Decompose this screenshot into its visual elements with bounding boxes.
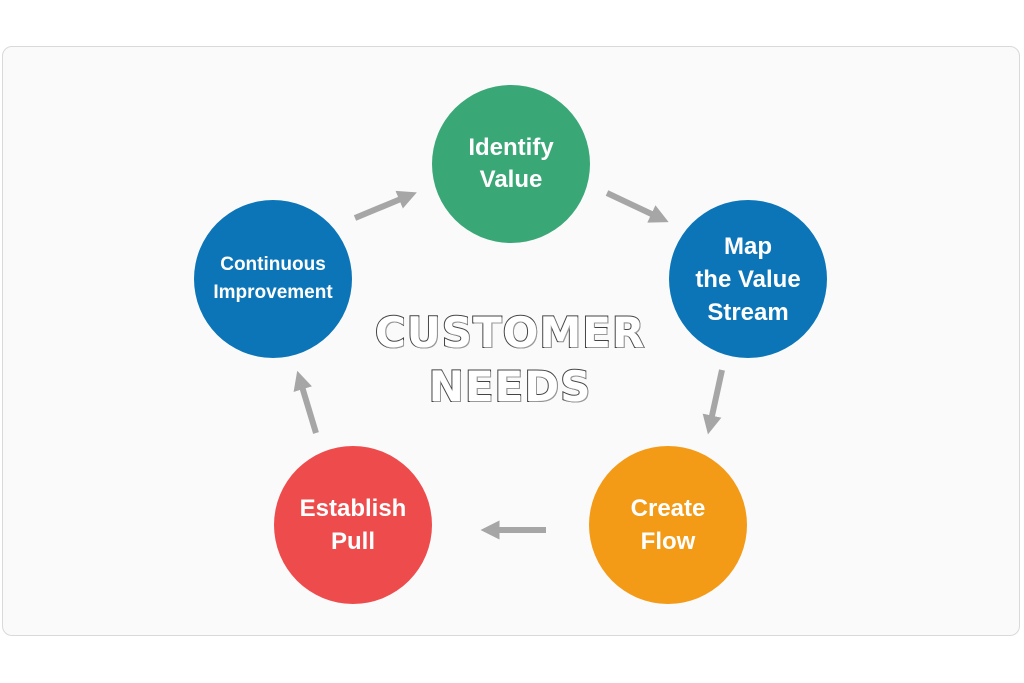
node-establish-pull-label: Establish Pull — [299, 495, 407, 555]
center-title-line2: NEEDS — [428, 361, 592, 412]
arrow-map-to-flow — [702, 369, 725, 435]
center-title-line1: CUSTOMER — [374, 307, 646, 358]
node-map-value-stream-label: Map the Value Stream — [695, 232, 801, 326]
node-create-flow: Create Flow — [589, 446, 747, 604]
node-create-flow-label: Create Flow — [630, 495, 706, 555]
center-title: CUSTOMER NEEDS — [360, 306, 660, 414]
node-continuous-improvement-label: Continuous Improvement — [213, 254, 333, 303]
arrow-pull-to-ci — [293, 370, 319, 434]
arrow-ci-to-identify — [353, 190, 417, 221]
node-continuous-improvement: Continuous Improvement — [194, 200, 352, 358]
arrow-identify-to-map — [605, 190, 669, 223]
node-identify-value: Identify Value — [432, 85, 590, 243]
node-identify-value-label: Identify Value — [468, 134, 554, 193]
node-establish-pull: Establish Pull — [274, 446, 432, 604]
node-map-value-stream: Map the Value Stream — [669, 200, 827, 358]
